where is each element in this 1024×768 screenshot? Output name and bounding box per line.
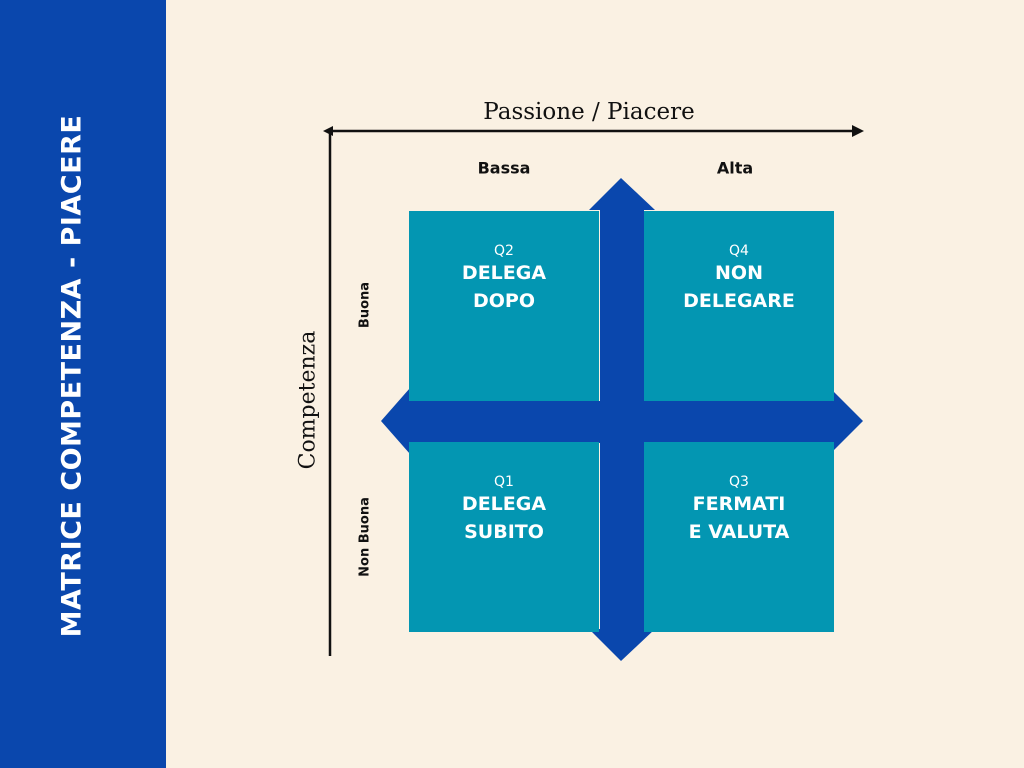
quadrant-q3: Q3 FERMATI E VALUTA bbox=[644, 442, 834, 632]
x-label-high: Alta bbox=[716, 158, 754, 178]
quadrant-q2: Q2 DELEGA DOPO bbox=[409, 211, 599, 401]
axis-origin-arrowhead bbox=[323, 126, 333, 136]
quadrant-label: DELEGA DOPO bbox=[461, 262, 547, 312]
cross-arrow-right bbox=[830, 388, 863, 454]
quadrant-label: FERMATI E VALUTA bbox=[688, 493, 790, 543]
quadrant-q1: Q1 DELEGA SUBITO bbox=[409, 442, 599, 632]
quadrant-code: Q1 bbox=[494, 474, 514, 490]
sidebar-banner: MATRICE COMPETENZA - PIACERE bbox=[0, 0, 166, 768]
x-label-low: Bassa bbox=[477, 158, 531, 178]
quadrant-code: Q4 bbox=[729, 243, 749, 259]
quadrant-q4: Q4 NON DELEGARE bbox=[644, 211, 834, 401]
quadrant-code: Q3 bbox=[729, 474, 749, 490]
cross-arrow-up bbox=[589, 178, 655, 210]
cross-arrow-left bbox=[381, 388, 410, 454]
quadrant-label: NON DELEGARE bbox=[683, 262, 795, 312]
y-axis-title: Competenza bbox=[295, 330, 321, 470]
horizontal-cross-bar bbox=[408, 401, 832, 443]
quadrant-code: Q2 bbox=[494, 243, 514, 259]
cross-arrow-down bbox=[589, 629, 655, 661]
x-axis-arrowhead bbox=[852, 125, 864, 137]
y-label-high: Buona bbox=[357, 281, 373, 329]
x-axis-title: Passione / Piacere bbox=[483, 99, 695, 125]
quadrant-label: DELEGA SUBITO bbox=[461, 493, 547, 543]
y-label-low: Non Buona bbox=[357, 497, 373, 577]
